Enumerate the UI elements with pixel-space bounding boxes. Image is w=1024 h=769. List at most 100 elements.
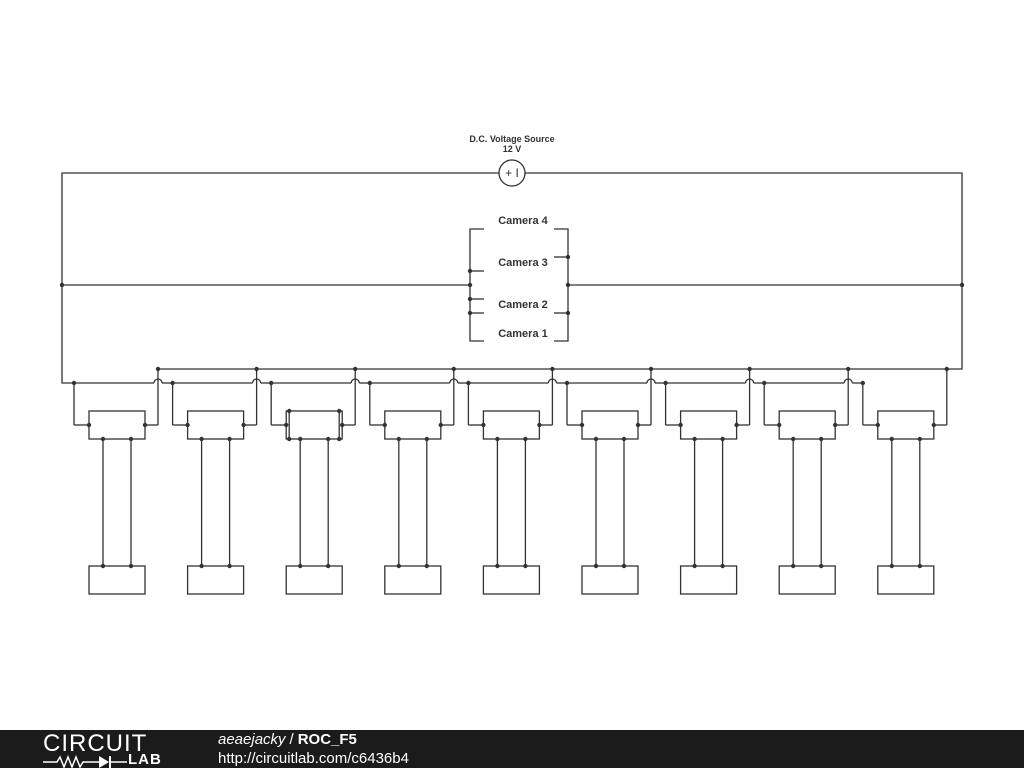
junction-dot [523,563,528,569]
junction-dot [155,366,161,372]
camera-3-label[interactable]: Camera 3 [498,257,548,269]
junction-dot [747,366,752,372]
junction-dot [128,436,134,442]
junction-dot [762,380,767,386]
camera-4-label[interactable]: Camera 4 [498,215,548,227]
junction-dot [663,380,668,386]
bottom-module-box [482,565,541,595]
junction-dot [495,563,500,569]
junction-dot [495,436,500,442]
junction-dot [269,380,274,386]
main-loop-wires [59,172,965,384]
source-label: D.C. Voltage Source [469,134,554,144]
junction-dot [86,422,92,428]
design-url[interactable]: http://circuitlab.com/c6436b4 [218,750,409,767]
junction-dot [593,563,599,569]
top-module-box [581,410,639,440]
camera-1-label[interactable]: Camera 1 [498,328,548,340]
junction-dot [326,563,331,569]
junction-dot [944,366,949,372]
wire-hop [646,378,656,384]
junction-dot [170,380,175,386]
junction-dot [678,422,683,428]
junction-dot [481,422,486,428]
top-module-box [778,410,836,440]
credit-line: aeaejacky/ROC_F5 [218,731,357,749]
junction-dot [382,422,387,428]
junction-dot [227,436,232,442]
wire-hop [744,378,755,384]
junction-dot [833,422,838,428]
junction-dot [648,366,654,372]
junction-dot [353,366,358,372]
camera-block: Camera 4 Camera 3 Camera 2 Camera 1 [467,215,571,342]
junction-dot [635,422,641,428]
junction-dot [367,380,372,386]
junction-dot [241,422,246,428]
wire-hop [843,378,853,384]
junction-dot [424,563,429,569]
junction-dot [875,422,880,428]
junction-dot [917,563,922,569]
junction-dot [791,563,796,569]
circuitlab-logo[interactable]: CIRCUIT LAB [40,730,180,769]
junction-dot [720,563,725,569]
resistor-diode-icon [43,755,127,769]
top-module-box [384,410,442,440]
junction-dot [326,436,331,442]
bottom-module-box [877,565,935,595]
logo-text-top: CIRCUIT [43,730,148,757]
junction-dot [100,436,106,442]
junction-dot [100,563,106,569]
junction-dot [254,366,259,372]
top-module-box [88,410,146,440]
junction-dot [298,436,303,442]
junction-dot [819,436,824,442]
bottom-module-box [778,565,836,595]
junction-dot [284,422,289,428]
design-name-link[interactable]: ROC_F5 [297,731,357,748]
credit-separator: / [289,731,294,748]
source-polarity-text: + I [505,166,519,180]
junction-dot [438,422,443,428]
dc-voltage-source[interactable]: D.C. Voltage Source 12 V + I [469,134,555,187]
schematic-canvas: D.C. Voltage Source 12 V + I Camera 4 Ca… [59,134,965,595]
junction-dot [185,422,190,428]
junction-dot [537,422,542,428]
junction-dot [523,436,528,442]
junction-dot [550,366,555,372]
junction-dot [451,366,456,372]
top-module-box [186,410,245,440]
junction-dot [579,422,585,428]
junction-dot [791,436,796,442]
junction-dot [720,436,725,442]
junction-dot [889,436,894,442]
junction-dot [199,563,204,569]
logo-text-bottom: LAB [128,751,162,768]
wire-hop [449,378,459,384]
junction-dot [692,563,697,569]
bottom-module-box [581,565,639,595]
junction-dot [889,563,894,569]
junction-dot [846,366,851,372]
wire-hop [153,378,163,384]
top-module-box [482,410,541,440]
junction-dot [396,436,401,442]
bottom-module-box [88,565,146,595]
junction-dot [931,422,936,428]
junction-dot [298,563,303,569]
junction-dot [819,563,824,569]
bottom-module-box [186,565,245,595]
bottom-module-box [384,565,442,595]
junction-dot [227,563,232,569]
junction-dot [340,422,345,428]
camera-2-label[interactable]: Camera 2 [498,299,548,311]
junction-dot [287,436,292,442]
bottom-module-box [679,565,738,595]
junction-dot [917,436,922,442]
author-link[interactable]: aeaejacky [218,731,286,748]
junction-dot [142,422,148,428]
junction-dot [860,380,865,386]
junction-dot [337,408,342,414]
junction-dot [621,563,627,569]
